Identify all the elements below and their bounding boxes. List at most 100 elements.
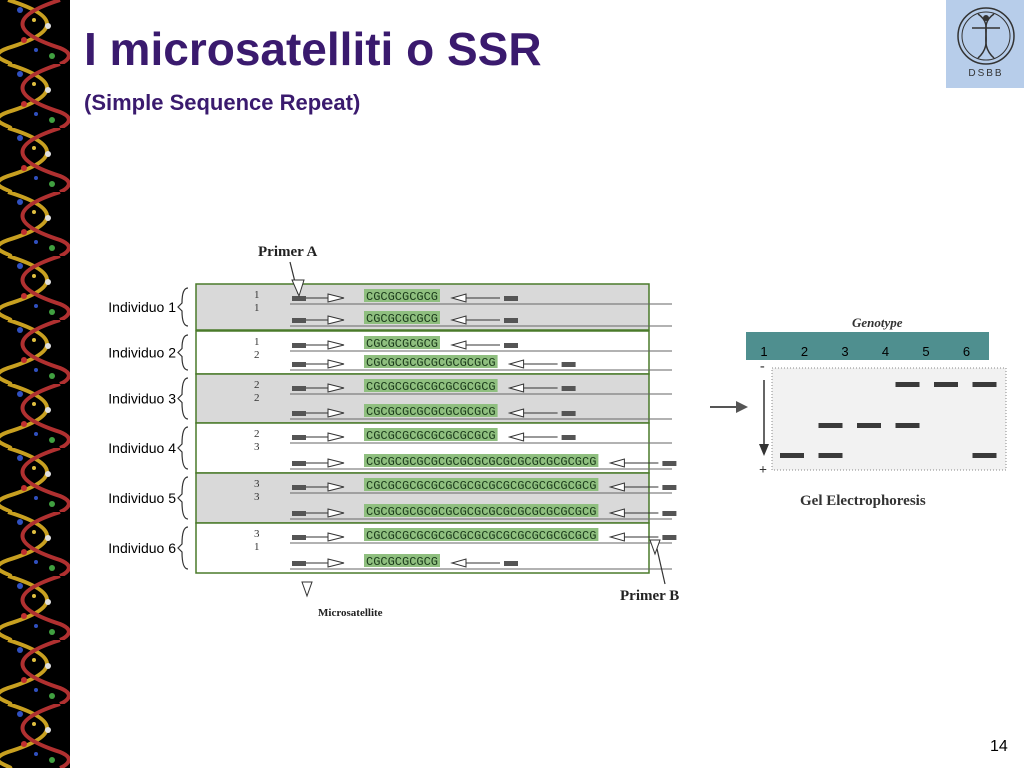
individual-row: Individuo 631CGCGCGCGCGCGCGCGCGCGCGCGCGC… (108, 522, 677, 574)
microsatellite-highlight (364, 379, 498, 392)
microsatellite-callout: Microsatellite (301, 581, 383, 619)
primer-a-arrowhead (327, 432, 345, 442)
gel-band (857, 423, 881, 428)
individual-label: Individuo 3 (108, 391, 176, 407)
allele-number: 3 (254, 441, 260, 453)
allele-number: 1 (254, 302, 260, 314)
individual-rows: Individuo 111CGCGCGCGCGCGCGCGCGCGIndivid… (108, 283, 677, 574)
to-gel-arrow (710, 401, 748, 413)
logo-text: DSBB (968, 68, 1003, 79)
allele-number: 1 (254, 541, 260, 553)
lane-header-bar (746, 332, 989, 360)
individual-label: Individuo 2 (108, 345, 176, 361)
primer-a-block (292, 511, 306, 516)
repeat-sequence: CGCGCGCGCGCGCGCGCGCGCGCGCGCGCGCG (366, 529, 596, 543)
primer-a-block (292, 343, 306, 348)
gel-band (895, 423, 920, 428)
lane-number: 5 (922, 344, 929, 359)
row-brace (177, 526, 189, 570)
primer-a-block (292, 485, 306, 490)
repeat-sequence: CGCGCGCGCGCGCGCGCG (366, 405, 496, 419)
dsbb-logo-emblem: DSBB (957, 7, 1015, 79)
primer-b-block (561, 435, 576, 440)
primer-a-arrowhead (327, 293, 345, 303)
primer-b-block (504, 296, 518, 301)
repeat-sequence: CGCGCGCGCGCGCGCGCGCGCGCGCGCGCGCG (366, 505, 596, 519)
lane-number: 2 (801, 344, 808, 359)
primer-a-label: Primer A (258, 244, 317, 260)
microsatellite-arrowhead (301, 581, 313, 598)
row-brace (177, 334, 189, 371)
microsatellite-highlight (364, 478, 599, 491)
gel-minus-sign: - (760, 359, 765, 374)
repeat-sequence: CGCGCGCGCGCGCGCGCG (366, 380, 496, 394)
primer-b-label: Primer B (620, 588, 679, 604)
microsatellite-highlight (364, 528, 599, 541)
microsatellite-highlight (364, 554, 440, 567)
primer-a-arrowhead (327, 508, 345, 518)
primer-a-arrowhead (327, 482, 345, 492)
primer-a-block (292, 411, 306, 416)
primer-a-block (292, 318, 306, 323)
genotype-label: Genotype (852, 315, 903, 330)
primer-a-arrowhead (291, 279, 305, 298)
microsatellite-highlight (364, 336, 440, 349)
gel-band (780, 453, 804, 458)
primer-a-block (292, 435, 306, 440)
lane-number: 4 (882, 344, 889, 359)
primer-a-callout: Primer A (258, 244, 317, 298)
migration-arrowhead (759, 444, 769, 456)
repeat-sequence: CGCGCGCGCGCGCGCGCG (366, 429, 496, 443)
primer-a-arrowhead (327, 558, 345, 568)
gel-band (934, 382, 958, 387)
gel-band (895, 382, 920, 387)
primer-a-arrowhead (327, 408, 345, 418)
primer-b-block (561, 411, 576, 416)
primer-b-block (504, 318, 518, 323)
repeat-sequence: CGCGCGCGCG (366, 312, 438, 326)
primer-b-block (561, 362, 576, 367)
individual-row: Individuo 423CGCGCGCGCGCGCGCGCGCGCGCGCGC… (108, 422, 677, 474)
repeat-sequence: CGCGCGCGCG (366, 555, 438, 569)
dna-helix-image (0, 0, 70, 768)
slide-title: I microsatelliti o SSR (84, 23, 542, 75)
primer-a-arrowhead (327, 383, 345, 393)
microsatellite-highlight (364, 504, 599, 517)
primer-b-callout: Primer B (620, 539, 679, 604)
individual-label: Individuo 5 (108, 490, 176, 506)
microsatellite-highlight (364, 404, 498, 417)
microsatellite-highlight (364, 428, 498, 441)
individual-label: Individuo 6 (108, 540, 176, 556)
microsatellite-label: Microsatellite (318, 607, 383, 619)
primer-b-arrowhead (649, 539, 661, 556)
repeat-sequence: CGCGCGCGCGCGCGCGCGCGCGCGCGCGCGCG (366, 479, 596, 493)
gel-plus-sign: + (759, 463, 767, 478)
row-brace (177, 377, 189, 420)
repeat-sequence: CGCGCGCGCG (366, 337, 438, 351)
primer-a-block (292, 535, 306, 540)
microsatellite-highlight (364, 311, 440, 324)
primer-b-block (662, 511, 677, 516)
dna-decorative-strip (0, 0, 70, 768)
individual-row: Individuo 322CGCGCGCGCGCGCGCGCGCGCGCGCGC… (108, 373, 672, 424)
microsatellite-highlight (364, 289, 440, 302)
page-number: 14 (990, 738, 1008, 755)
gel-band (972, 453, 997, 458)
primer-a-arrowhead (327, 359, 345, 369)
repeat-sequence: CGCGCGCGCGCGCGCGCG (366, 356, 496, 370)
primer-b-block (504, 343, 518, 348)
primer-b-block (662, 535, 677, 540)
repeat-sequence: CGCGCGCGCGCGCGCGCGCGCGCGCGCGCGCG (366, 455, 596, 469)
allele-number: 2 (254, 392, 260, 404)
microsatellite-highlight (364, 454, 599, 467)
dsbb-logo: DSBB (946, 0, 1024, 88)
row-brace (177, 426, 189, 470)
allele-number: 2 (254, 428, 260, 440)
repeat-sequence: CGCGCGCGCG (366, 290, 438, 304)
gel-band (818, 423, 843, 428)
individual-label: Individuo 1 (108, 299, 176, 315)
gel-band (818, 453, 843, 458)
